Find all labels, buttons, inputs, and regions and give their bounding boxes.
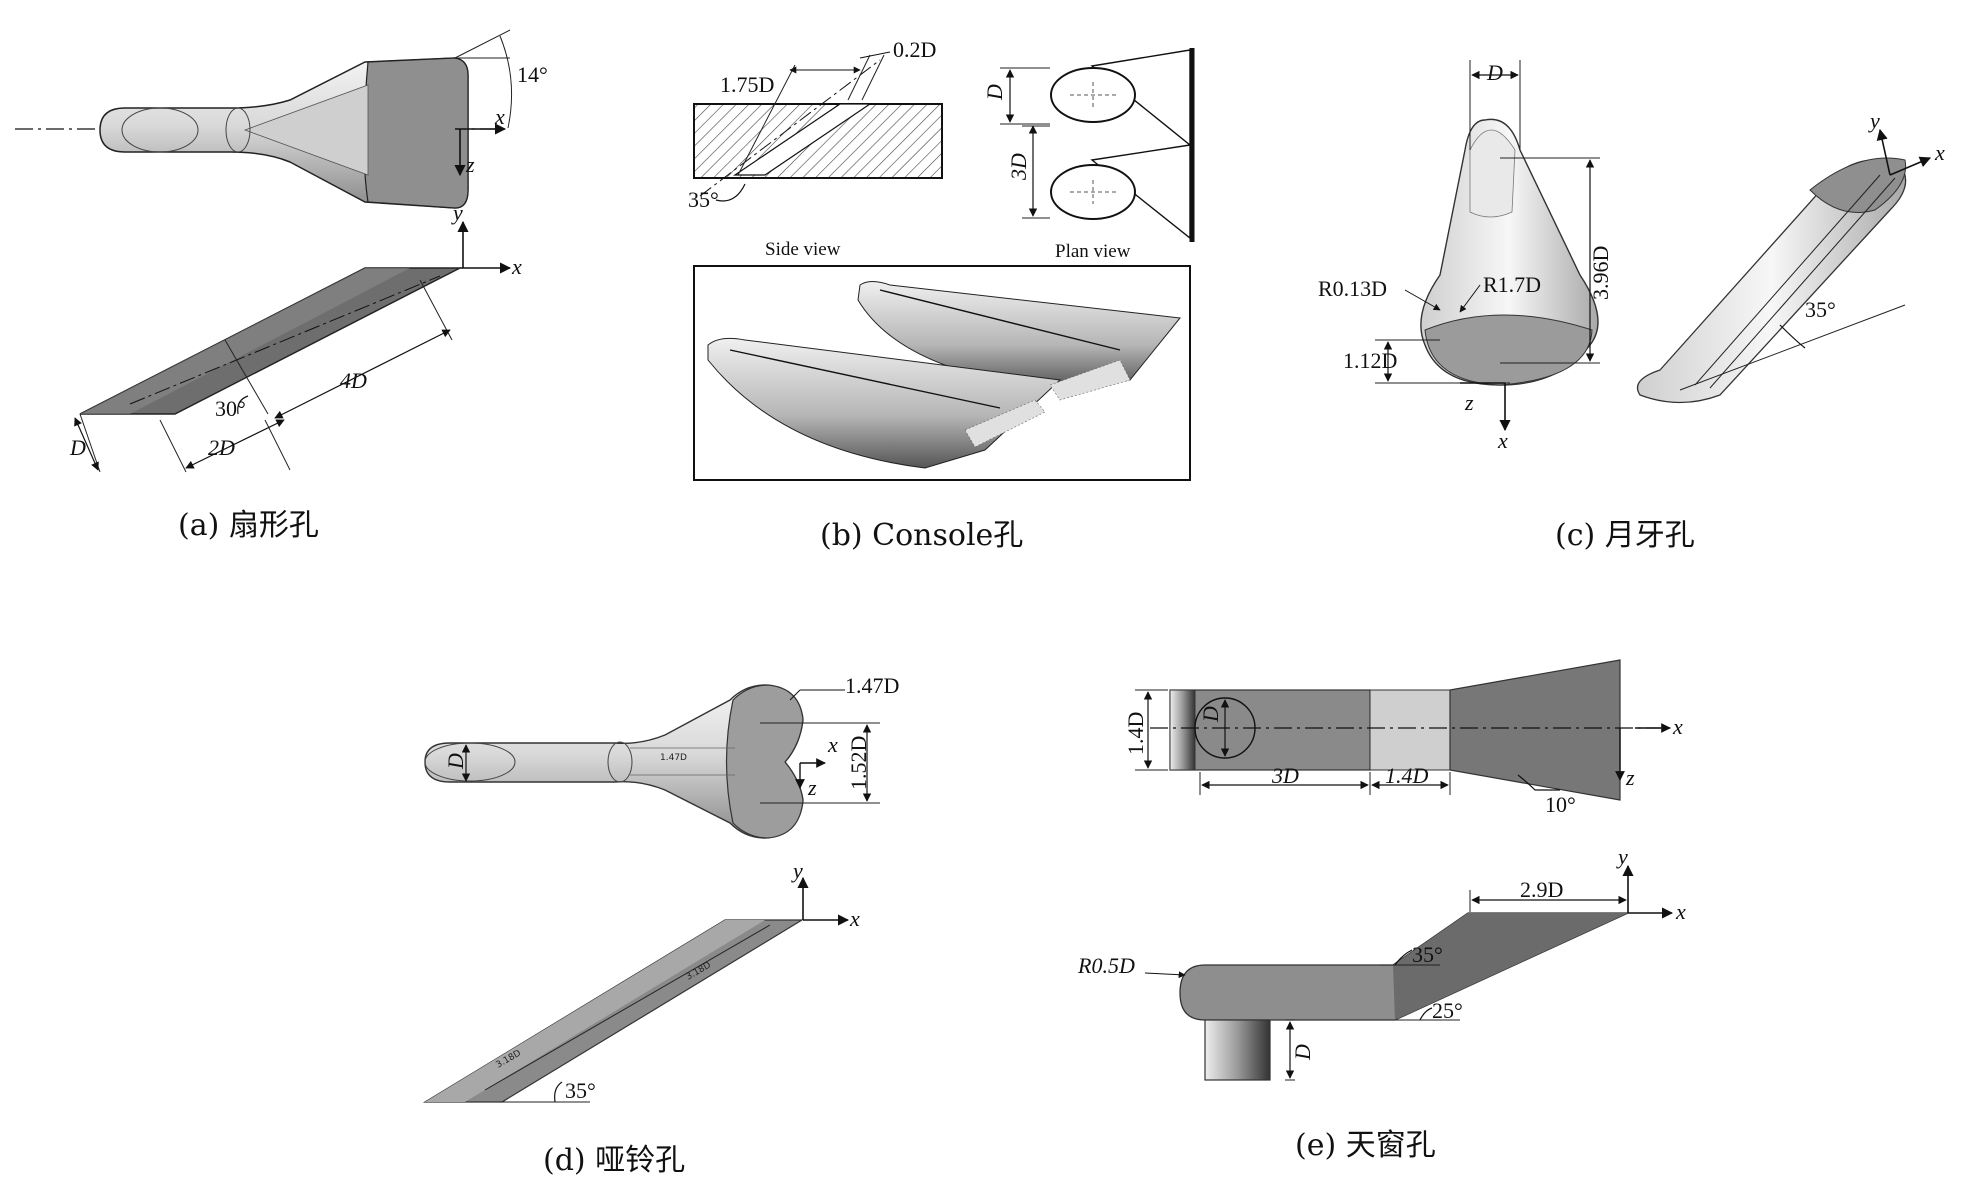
dim-3d-label: 3D [1006, 153, 1031, 181]
axis-z-label: z [1464, 390, 1474, 415]
axis-z-label: z [1625, 765, 1635, 790]
angle-25-label: 25° [1432, 998, 1463, 1023]
angle-35-label: 35° [1412, 942, 1443, 967]
axis-y-label: y [1616, 844, 1628, 869]
dim-14d-h-label: 1.4D [1385, 763, 1429, 788]
panel-b: 1.75D 0.2D 35° Side view D 3D Plan view [688, 37, 1195, 553]
caption-e: (e) 天窗孔 [1295, 1128, 1436, 1163]
angle-30-label: 30° [215, 396, 246, 421]
angle-35-label: 35° [1805, 297, 1836, 322]
dim-175d-label: 1.75D [720, 72, 774, 97]
axis-x-label: x [1672, 714, 1683, 739]
axis-x-label: x [494, 104, 505, 129]
plate-section [693, 103, 943, 179]
angle-14-label: 14° [517, 62, 548, 87]
dim-d-label: D [982, 84, 1007, 101]
axis-x-label: x [827, 732, 838, 757]
side-view-label: Side view [765, 239, 841, 260]
panel-c: D 3.96D R0.13D R1.7D 1.12D z x 35° y x (… [1318, 60, 1945, 553]
plan-view-label: Plan view [1055, 241, 1131, 262]
dim-29d-label: 2.9D [1520, 877, 1563, 902]
skylight-diffuser [1449, 659, 1621, 801]
angle-10-label: 10° [1545, 792, 1576, 817]
axis-y-label: y [451, 200, 463, 225]
dim-d-bottom-label: D [1290, 1044, 1315, 1061]
dim-14d-v-label: 1.4D [1123, 712, 1148, 755]
dim-r05d-label: R0.5D [1077, 953, 1135, 978]
angle-35-label: 35° [688, 187, 719, 212]
dim-396d-label: 3.96D [1588, 246, 1613, 300]
caption-a: (a) 扇形孔 [178, 508, 319, 543]
axis-x-label: x [1675, 899, 1686, 924]
axis-x-label: x [1497, 428, 1508, 453]
dim-02d-label: 0.2D [893, 37, 936, 62]
dim-d-label: D [69, 435, 86, 460]
dim-d-label: D [443, 753, 468, 770]
panel-d: 1.47D D 1.47D 1.52D x z 3.18D 3.18D 35° … [422, 673, 899, 1178]
axis-z-label: z [807, 775, 817, 800]
caption-d: (d) 哑铃孔 [543, 1143, 685, 1178]
skylight-channel [1169, 689, 1371, 771]
dim-112d-label: 1.12D [1343, 348, 1397, 373]
skylight-inlet-cylinder [1204, 1019, 1271, 1081]
dim-152d-label: 1.52D [846, 736, 871, 790]
dim-r013d-label: R0.13D [1318, 276, 1387, 301]
hole-channel [733, 103, 872, 176]
axis-y-label: y [791, 858, 803, 883]
angle-35-label: 35° [565, 1078, 596, 1103]
dim-147d-label: 1.47D [845, 673, 899, 698]
axis-x-label: x [511, 254, 522, 279]
dim-2d-label: 2D [208, 435, 235, 460]
dim-d-label: D [1198, 706, 1223, 723]
dim-d-label: D [1486, 60, 1503, 85]
axis-z-label: z [465, 152, 475, 177]
dim-r17d-label: R1.7D [1483, 272, 1541, 297]
panel-a: 14° x z 30° x y D 2D 4D (a) 扇形孔 [15, 29, 548, 543]
axis-y-label: y [1868, 108, 1880, 133]
panel-e: x z D 1.4D 3D 1.4D 10° D R0.5D 35° 25° [1077, 659, 1686, 1163]
dim-147d-inner-label: 1.47D [660, 753, 687, 763]
dim-3d-label: 3D [1271, 763, 1299, 788]
caption-b: (b) Console孔 [820, 518, 1023, 553]
axis-x-label: x [1934, 140, 1945, 165]
caption-c: (c) 月牙孔 [1555, 518, 1695, 553]
axis-x-label: x [849, 906, 860, 931]
dim-4d-label: 4D [340, 368, 367, 393]
